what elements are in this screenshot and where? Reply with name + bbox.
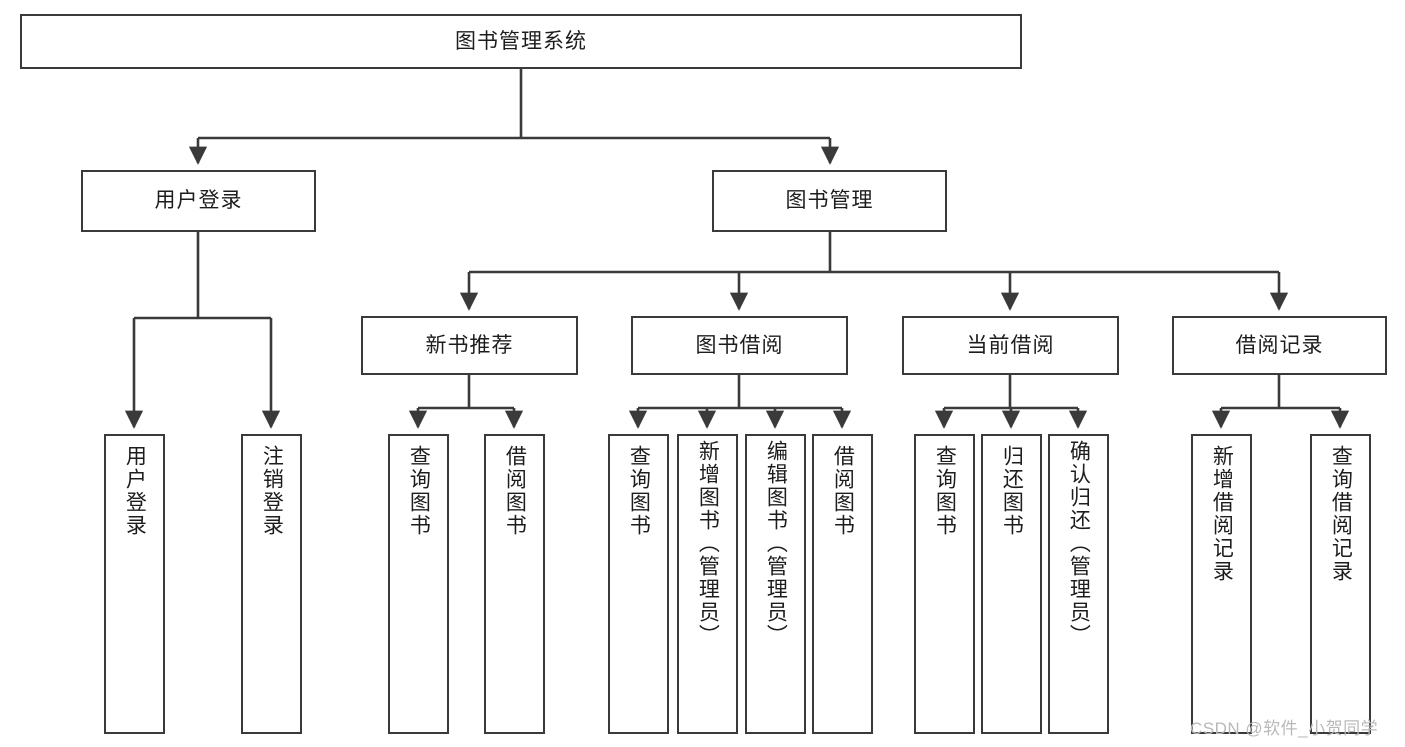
node-label: 注销登录 <box>260 445 284 537</box>
node-label: 图书借阅 <box>695 333 784 357</box>
node-label: 确认归还（管理员） <box>1067 440 1091 647</box>
node-label: 借阅图书 <box>503 445 527 537</box>
leaf-book-borrow-query-book[interactable]: 查询图书 <box>608 434 669 734</box>
node-label: 图书管理系统 <box>455 29 587 53</box>
node-label: 用户登录 <box>154 189 243 213</box>
leaf-book-borrow-add-book-admin[interactable]: 新增图书（管理员） <box>677 434 738 734</box>
leaf-book-borrow-edit-book-admin[interactable]: 编辑图书（管理员） <box>745 434 806 734</box>
node-root-book-management-system[interactable]: 图书管理系统 <box>20 14 1022 69</box>
node-borrow-record[interactable]: 借阅记录 <box>1172 316 1387 375</box>
leaf-user-login-logout[interactable]: 注销登录 <box>241 434 302 734</box>
node-label: 归还图书 <box>1000 445 1024 537</box>
leaf-book-borrow-borrow-book[interactable]: 借阅图书 <box>812 434 873 734</box>
leaf-current-borrow-return-book[interactable]: 归还图书 <box>981 434 1042 734</box>
leaf-borrow-record-query-record[interactable]: 查询借阅记录 <box>1310 434 1371 734</box>
watermark-text: CSDN @软件_小贺同学 <box>1190 719 1379 738</box>
node-book-management[interactable]: 图书管理 <box>712 170 947 232</box>
leaf-new-book-borrow-book[interactable]: 借阅图书 <box>484 434 545 734</box>
node-label: 查询图书 <box>407 445 431 537</box>
node-label: 查询图书 <box>627 445 651 537</box>
node-label: 查询图书 <box>933 445 957 537</box>
node-label: 当前借阅 <box>966 333 1055 357</box>
node-current-borrow[interactable]: 当前借阅 <box>902 316 1119 375</box>
leaf-current-borrow-confirm-return-admin[interactable]: 确认归还（管理员） <box>1048 434 1109 734</box>
node-label: 查询借阅记录 <box>1329 445 1353 583</box>
leaf-new-book-query-book[interactable]: 查询图书 <box>388 434 449 734</box>
node-book-borrow[interactable]: 图书借阅 <box>631 316 848 375</box>
node-label: 编辑图书（管理员） <box>764 440 788 647</box>
node-new-book-recommend[interactable]: 新书推荐 <box>361 316 578 375</box>
node-label: 借阅图书 <box>831 445 855 537</box>
node-label: 用户登录 <box>123 445 147 537</box>
leaf-borrow-record-add-record[interactable]: 新增借阅记录 <box>1191 434 1252 734</box>
node-label: 新增借阅记录 <box>1210 445 1234 583</box>
node-label: 借阅记录 <box>1235 333 1324 357</box>
leaf-current-borrow-query-book[interactable]: 查询图书 <box>914 434 975 734</box>
leaf-user-login-login[interactable]: 用户登录 <box>104 434 165 734</box>
node-label: 图书管理 <box>785 189 874 213</box>
node-user-login[interactable]: 用户登录 <box>81 170 316 232</box>
node-label: 新书推荐 <box>425 333 514 357</box>
node-label: 新增图书（管理员） <box>696 440 720 647</box>
